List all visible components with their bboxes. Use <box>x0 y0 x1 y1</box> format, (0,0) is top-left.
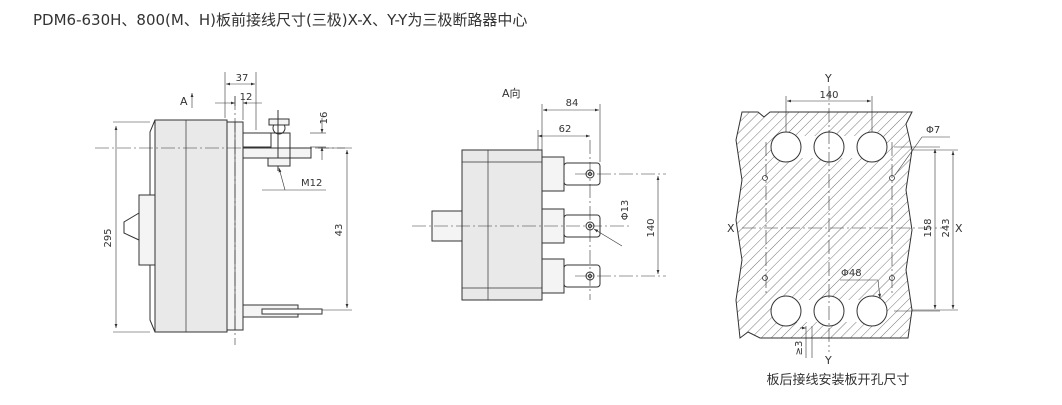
axis-x-left: X <box>727 222 735 235</box>
front-dim-phi13: Φ13 <box>620 200 631 221</box>
panel-dim-158: 158 <box>923 218 934 237</box>
front-dim-140: 140 <box>646 218 657 237</box>
panel-dim-140: 140 <box>819 90 838 101</box>
panel-caption: 板后接线安装板开孔尺寸 <box>766 372 909 388</box>
mounting-hole <box>762 175 768 181</box>
side-view: 295 43 37 12 16 M12 <box>95 72 352 345</box>
side-view-direction-label: A <box>180 95 188 108</box>
panel-dim-phi7: Φ7 <box>926 125 940 136</box>
terminal-bottom <box>541 258 601 294</box>
breaker-body <box>154 119 228 333</box>
dim-m12: M12 <box>301 178 322 189</box>
breaker-front-body <box>461 149 543 301</box>
bottom-cutout <box>770 295 888 327</box>
panel-dim-ge3: ≥3 <box>794 341 805 356</box>
front-dim-84: 84 <box>566 98 579 109</box>
breaker-handle <box>123 212 140 241</box>
dim-295: 295 <box>103 228 114 247</box>
mounting-hole <box>762 275 768 281</box>
front-dim-62: 62 <box>559 124 572 135</box>
page-title: PDM6-630H、800(M、H)板前接线尺寸(三极)X-X、Y-Y为三极断路… <box>33 11 528 29</box>
panel-cutout-view: Y Y X X 140 Φ7 158 243 Φ48 <box>727 72 963 388</box>
breaker-handle-base <box>138 194 156 266</box>
axis-y-bottom: Y <box>824 354 832 367</box>
front-view: 84 62 140 Φ13 A向 <box>412 86 666 301</box>
panel-dim-243: 243 <box>941 218 952 237</box>
dim-12: 12 <box>240 92 253 103</box>
dim-37: 37 <box>236 73 249 84</box>
terminal-top <box>541 156 601 192</box>
dim-43: 43 <box>334 224 345 237</box>
dim-16: 16 <box>319 112 330 125</box>
panel-dim-phi48: Φ48 <box>841 268 862 279</box>
front-view-direction-label: A向 <box>502 86 521 100</box>
axis-x-right: X <box>955 222 963 235</box>
upper-terminal <box>242 132 272 148</box>
axis-y-top: Y <box>824 72 832 85</box>
